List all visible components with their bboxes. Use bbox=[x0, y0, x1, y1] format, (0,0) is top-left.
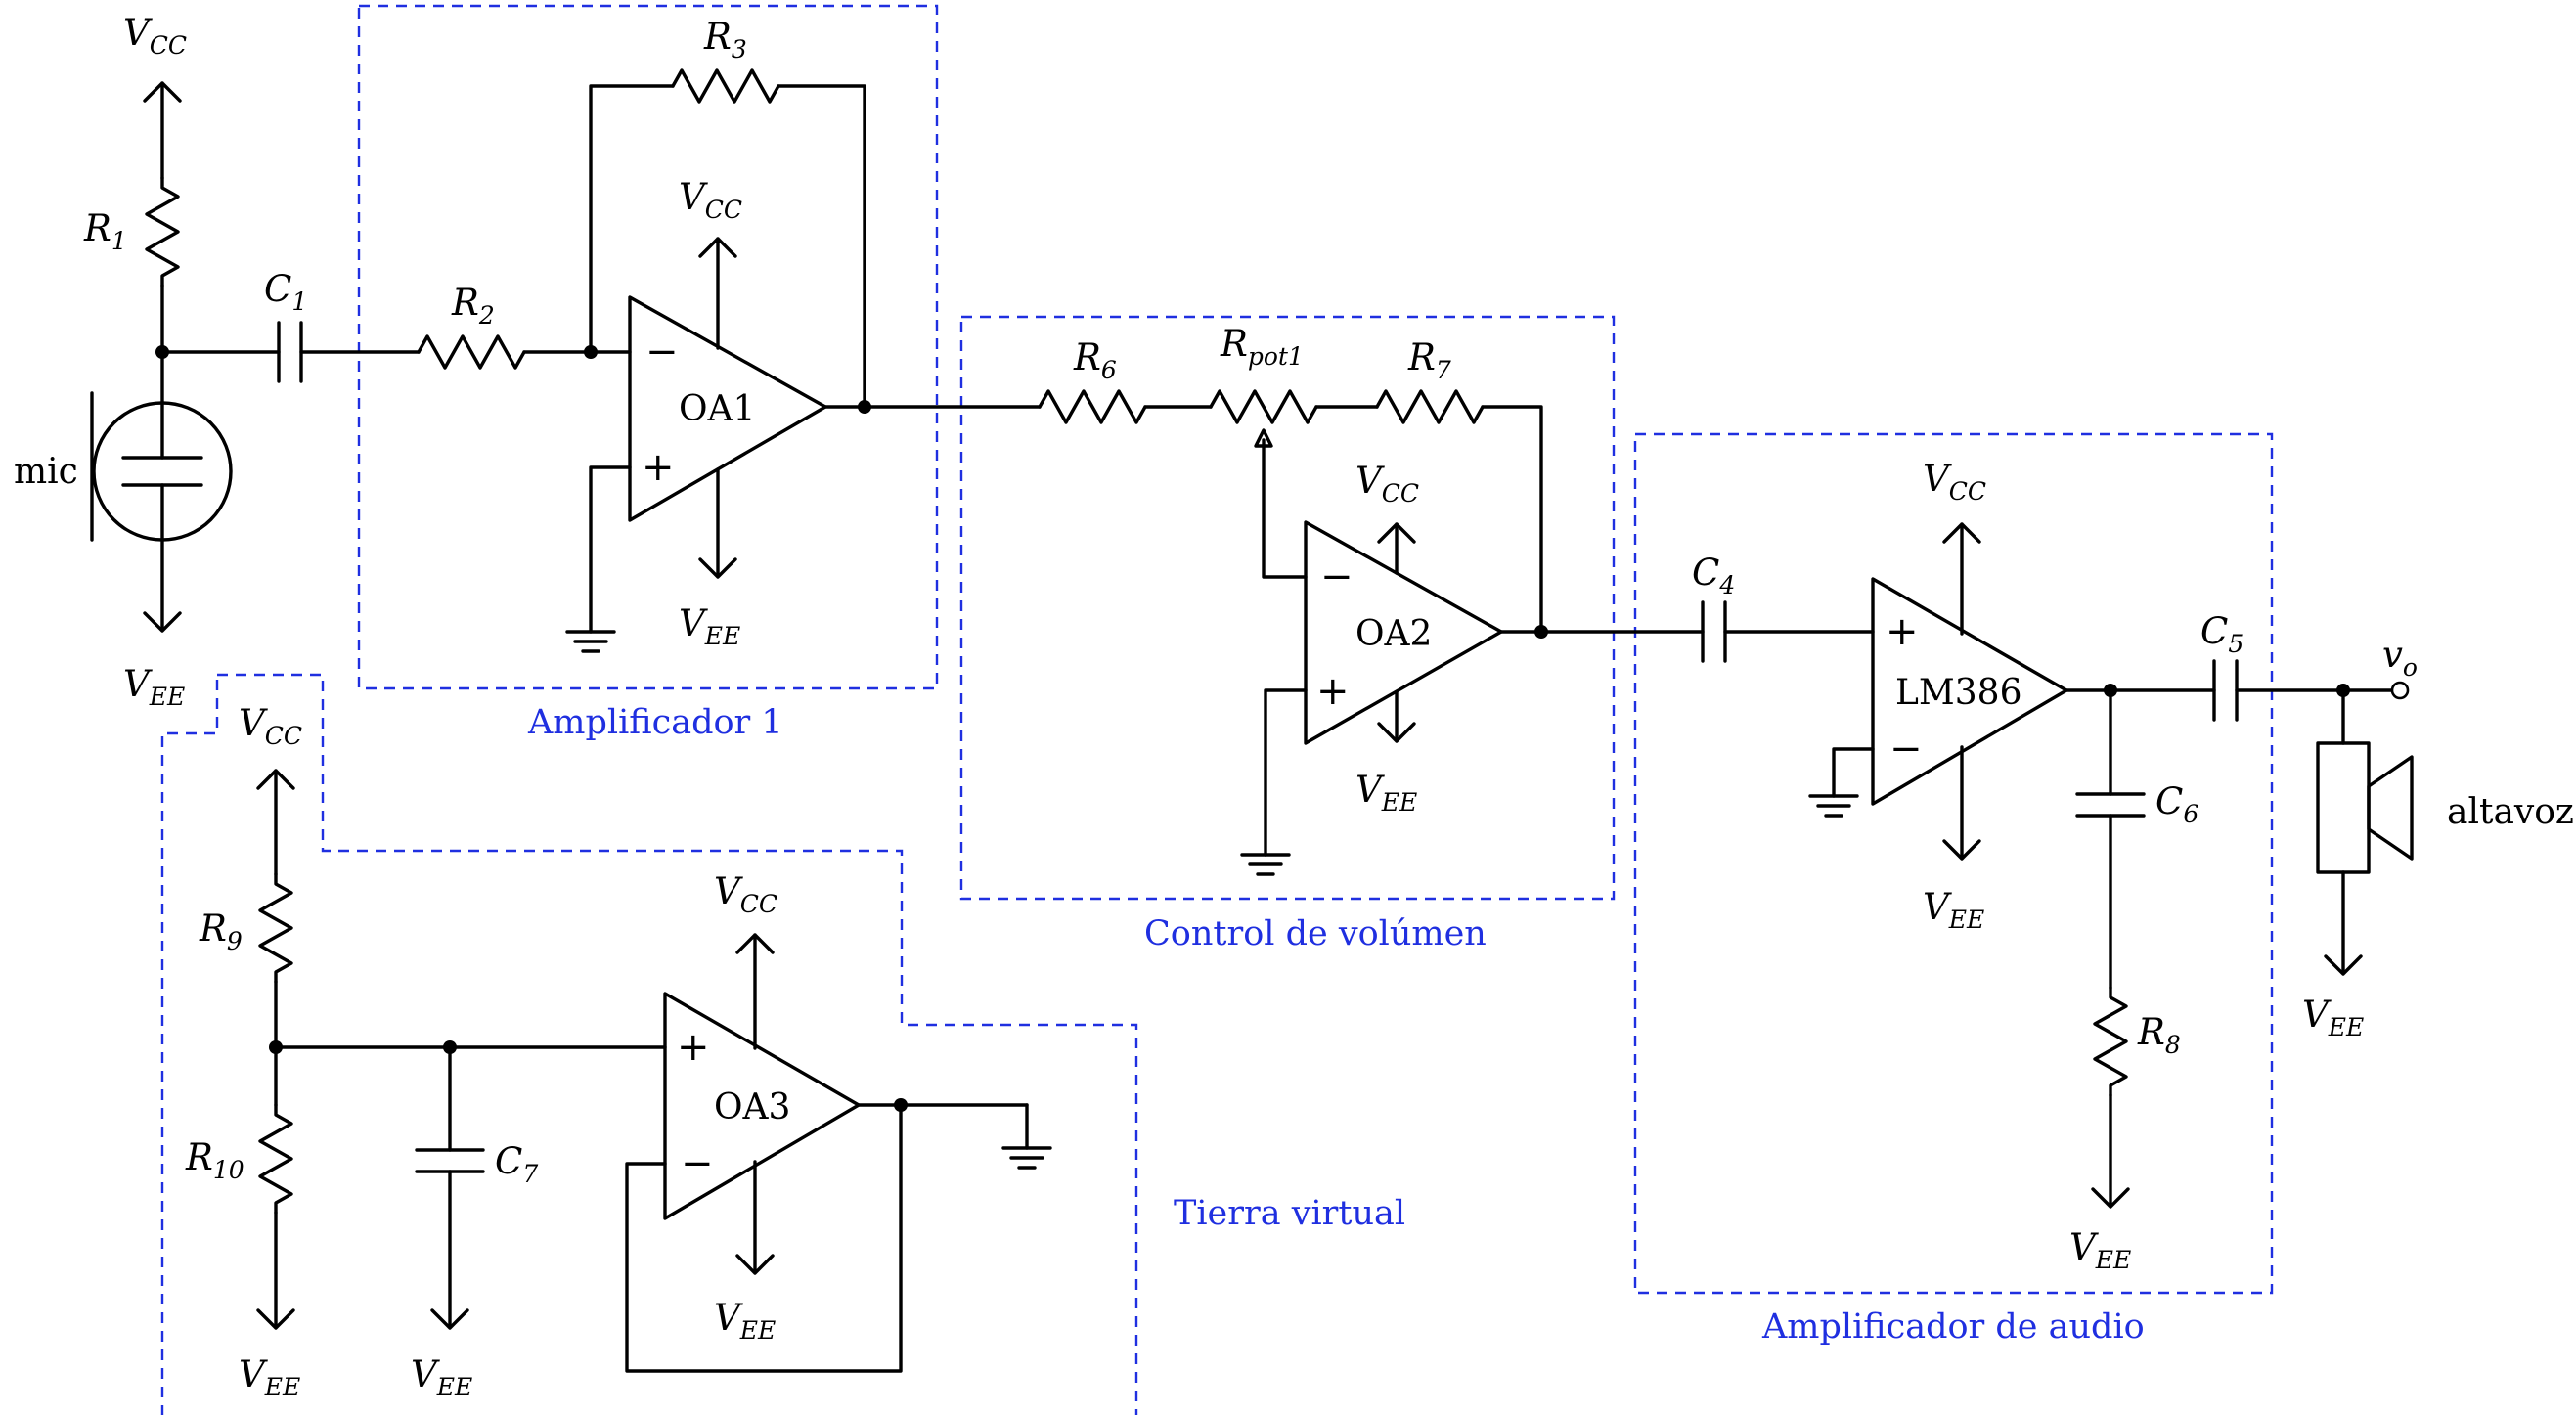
label-r8: R8 bbox=[2137, 1011, 2181, 1059]
label-block-amplificador-audio: Amplificador de audio bbox=[1761, 1307, 2145, 1347]
label-mic: mic bbox=[14, 452, 78, 492]
opamp-oa2 bbox=[1304, 520, 1503, 745]
vcc-arrow-r1 bbox=[143, 81, 182, 180]
vee-arrow-c7 bbox=[430, 1170, 469, 1330]
resistor-r3 bbox=[671, 68, 780, 104]
lm386-minus-sign: − bbox=[1889, 727, 1923, 772]
ground-icon-lm386 bbox=[1808, 794, 1859, 818]
potentiometer-rpot1 bbox=[1209, 389, 1318, 424]
wire-lm386-minus-ground bbox=[1832, 747, 1875, 798]
vee-arrow-r8 bbox=[2091, 1093, 2130, 1209]
label-vcc-top: VCC bbox=[123, 12, 187, 60]
wire-oa3-feedback bbox=[625, 1103, 903, 1373]
lm386-plus-sign: + bbox=[1886, 609, 1919, 654]
resistor-r10 bbox=[258, 1103, 293, 1215]
label-c6: C6 bbox=[2155, 780, 2198, 828]
label-c4: C4 bbox=[1692, 552, 1735, 599]
vcc-arrow-oa3 bbox=[735, 933, 775, 1050]
resistor-r1 bbox=[145, 176, 180, 287]
wire-oa2-noninverting-ground bbox=[1264, 688, 1308, 857]
vcc-arrow-oa2 bbox=[1377, 522, 1416, 575]
label-block-amplificador-1: Amplificador 1 bbox=[527, 703, 783, 742]
opamp-oa1 bbox=[628, 295, 827, 522]
label-vee-lm386: VEE bbox=[1923, 886, 1984, 934]
label-r9: R9 bbox=[199, 907, 243, 955]
label-vee-oa3: VEE bbox=[714, 1297, 776, 1345]
label-r1: R1 bbox=[83, 207, 127, 255]
oa1-plus-sign: + bbox=[642, 445, 675, 490]
label-r7: R7 bbox=[1407, 336, 1451, 384]
label-oa2: OA2 bbox=[1355, 614, 1432, 654]
label-altavoz: altavoz bbox=[2447, 792, 2574, 832]
label-vee-c7: VEE bbox=[411, 1353, 472, 1401]
vee-arrow-oa1 bbox=[698, 467, 737, 579]
label-c7: C7 bbox=[495, 1140, 538, 1188]
ground-icon-oa2 bbox=[1240, 853, 1291, 876]
label-oa1: OA1 bbox=[679, 389, 755, 429]
speaker-body bbox=[2316, 741, 2371, 874]
vee-arrow-r10 bbox=[256, 1211, 295, 1330]
label-oa3: OA3 bbox=[714, 1087, 790, 1128]
opamp-oa3 bbox=[663, 992, 861, 1220]
label-c5: C5 bbox=[2200, 610, 2243, 658]
oa3-plus-sign: + bbox=[677, 1025, 710, 1070]
label-vcc-oa1: VCC bbox=[679, 176, 742, 224]
label-vcc-lm386: VCC bbox=[1923, 458, 1986, 506]
label-vee-r10: VEE bbox=[239, 1353, 300, 1401]
block-amplificador-audio bbox=[1633, 432, 2274, 1295]
resistor-r2 bbox=[417, 334, 526, 370]
label-block-control-volumen: Control de volúmen bbox=[1144, 914, 1487, 953]
block-tierra-virtual bbox=[160, 673, 1138, 1415]
label-block-tierra-virtual: Tierra virtual bbox=[1174, 1194, 1405, 1233]
speaker-icon bbox=[2367, 755, 2414, 861]
resistor-r8 bbox=[2093, 986, 2128, 1097]
vcc-arrow-lm386 bbox=[1942, 522, 1981, 636]
resistor-r7 bbox=[1375, 389, 1485, 424]
oa2-minus-sign: − bbox=[1320, 554, 1354, 599]
wiper-rpot1 bbox=[1262, 438, 1308, 579]
label-vee-oa1: VEE bbox=[679, 602, 740, 650]
wire-r3-feedback-left bbox=[589, 84, 675, 354]
output-terminal-vo bbox=[2390, 681, 2410, 700]
label-rpot1: Rpot1 bbox=[1220, 323, 1304, 371]
label-r10: R10 bbox=[185, 1136, 244, 1184]
wire-oa1-noninverting-ground bbox=[589, 465, 632, 634]
ground-icon-oa1 bbox=[565, 630, 616, 653]
ground-icon-oa3 bbox=[1001, 1146, 1052, 1170]
oa1-minus-sign: − bbox=[645, 330, 679, 375]
label-vcc-oa2: VCC bbox=[1355, 460, 1419, 508]
label-c1: C1 bbox=[264, 268, 307, 316]
vee-arrow-lm386 bbox=[1942, 745, 1981, 861]
block-amplificador-1 bbox=[357, 4, 939, 690]
wire-r3-feedback-right bbox=[777, 84, 866, 409]
label-lm386: LM386 bbox=[1895, 673, 2021, 713]
label-vcc-oa3: VCC bbox=[714, 870, 777, 918]
label-vee-oa2: VEE bbox=[1355, 769, 1417, 817]
resistor-r6 bbox=[1038, 389, 1147, 424]
vee-arrow-oa2 bbox=[1377, 690, 1416, 743]
label-vee-speaker: VEE bbox=[2302, 994, 2364, 1041]
vcc-arrow-oa1 bbox=[698, 237, 737, 350]
block-control-volumen bbox=[959, 315, 1616, 901]
vcc-arrow-r9 bbox=[256, 769, 295, 876]
vee-arrow-speaker bbox=[2324, 870, 2363, 976]
oa2-plus-sign: + bbox=[1316, 669, 1350, 714]
label-r6: R6 bbox=[1073, 336, 1117, 384]
label-r2: R2 bbox=[451, 282, 495, 330]
label-vcc-r9: VCC bbox=[239, 702, 302, 750]
label-r3: R3 bbox=[703, 16, 747, 64]
label-vee-r8: VEE bbox=[2069, 1226, 2131, 1274]
label-vee-mic: VEE bbox=[123, 663, 185, 711]
label-output-vo: vo bbox=[2382, 634, 2418, 682]
wiper-arrow-icon bbox=[1254, 428, 1273, 448]
resistor-r9 bbox=[258, 872, 293, 984]
oa3-minus-sign: − bbox=[681, 1141, 714, 1186]
wire-r7-oa2-output bbox=[1481, 405, 1543, 634]
vee-arrow-mic bbox=[143, 538, 182, 633]
vee-arrow-oa3 bbox=[735, 1160, 775, 1275]
opamp-lm386 bbox=[1871, 577, 2068, 806]
